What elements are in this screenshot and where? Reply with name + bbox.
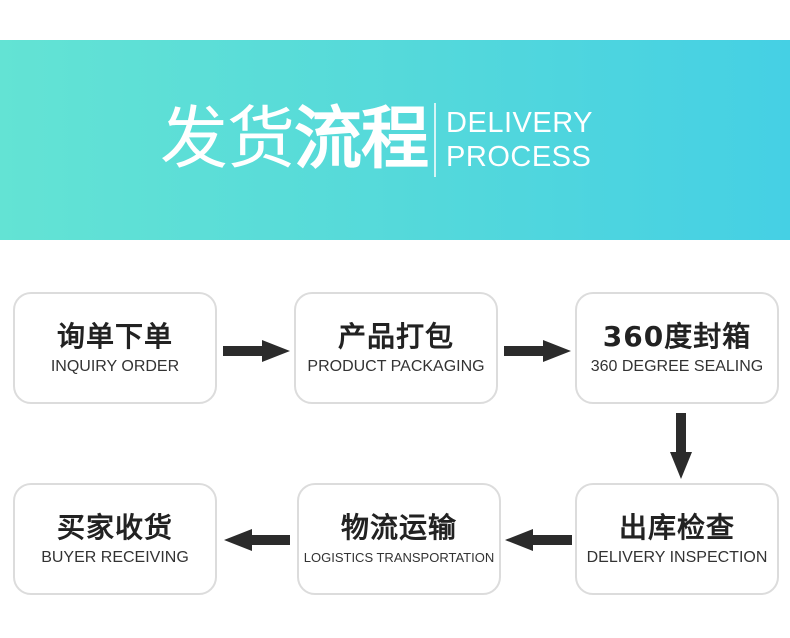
step-360-sealing: 360度封箱 360 DEGREE SEALING	[575, 292, 779, 404]
step-title-cn: 出库检查	[618, 511, 735, 544]
step-title-en: PRODUCT PACKAGING	[307, 358, 485, 375]
title-light: 发货	[160, 100, 295, 179]
title-divider	[434, 103, 437, 177]
step-product-packaging: 产品打包 PRODUCT PACKAGING	[294, 292, 498, 404]
header-banner: 发货 流程 DELIVERY PROCESS	[0, 40, 790, 240]
arrow-left-icon	[505, 529, 572, 551]
title-english: DELIVERY PROCESS	[446, 106, 593, 174]
step-buyer-receiving: 买家收货 BUYER RECEIVING	[13, 483, 217, 595]
step-title-cn: 询单下单	[56, 320, 173, 353]
step-title-en: BUYER RECEIVING	[41, 549, 189, 566]
step-title-cn: 物流运输	[340, 511, 457, 544]
title-bold: 流程	[294, 100, 429, 179]
title-en-line1: DELIVERY	[446, 107, 593, 139]
arrow-left-icon	[224, 529, 290, 551]
step-title-cn: 产品打包	[337, 320, 454, 353]
step-title-en: 360 DEGREE SEALING	[590, 358, 764, 375]
step-title-en: INQUIRY ORDER	[50, 358, 180, 375]
arrow-right-icon	[223, 340, 290, 362]
step-title-cn: 360度封箱	[602, 320, 752, 353]
step-delivery-inspection: 出库检查 DELIVERY INSPECTION	[575, 483, 779, 595]
step-inquiry-order: 询单下单 INQUIRY ORDER	[13, 292, 217, 404]
step-title-en: LOGISTICS TRANSPORTATION	[303, 550, 495, 565]
step-title-cn: 买家收货	[56, 511, 173, 544]
arrow-down-icon	[670, 413, 692, 479]
arrow-right-icon	[504, 340, 571, 362]
title-en-line2: PROCESS	[446, 141, 592, 173]
step-title-en: DELIVERY INSPECTION	[586, 549, 768, 566]
step-logistics-transportation: 物流运输 LOGISTICS TRANSPORTATION	[297, 483, 501, 595]
banner-title: 发货 流程 DELIVERY PROCESS	[160, 100, 593, 180]
